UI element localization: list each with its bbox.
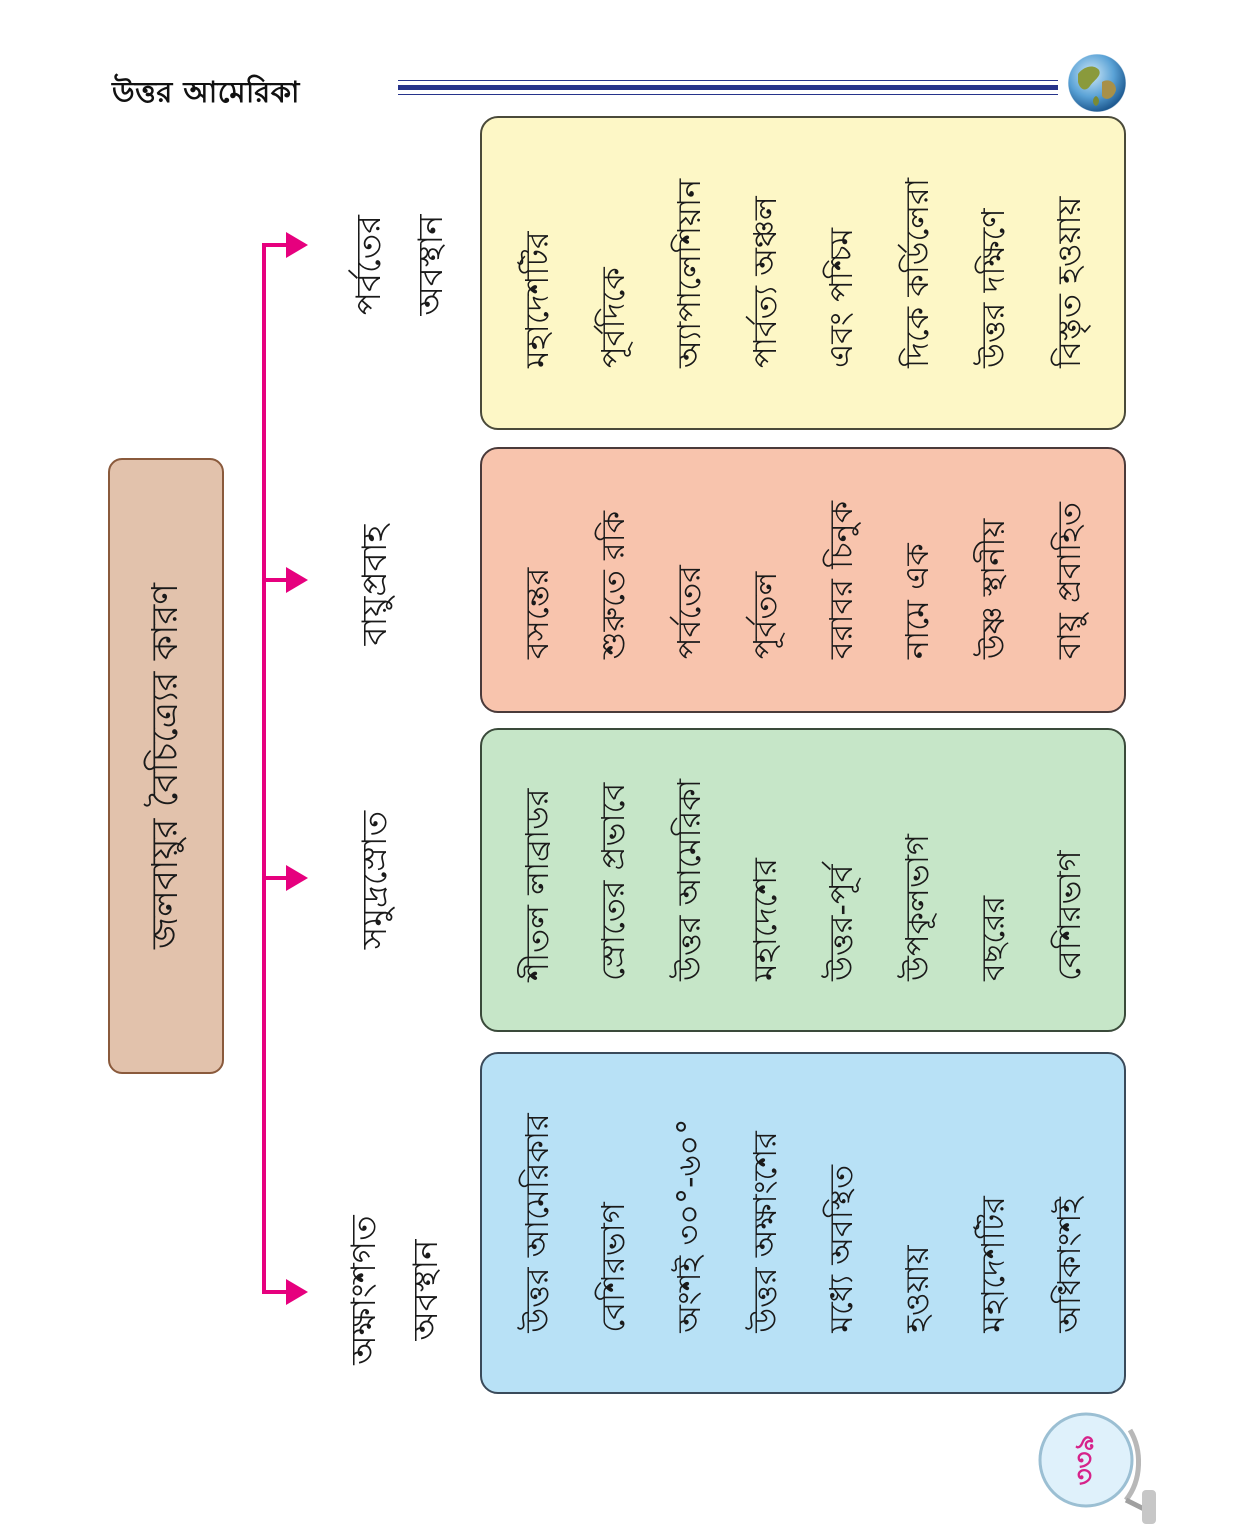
- info-box-text: বসন্তের শুরুতে রকি পর্বতের পূর্বতল বরাবর…: [518, 500, 1088, 660]
- latitude-info-box: উত্তর আমেরিকার বেশিরভাগ অংশই ৩০°-৬০° উত্…: [480, 1052, 1126, 1394]
- branch-label-text: অক্ষাংশগত অবস্থান: [344, 1215, 446, 1365]
- connector-branch-line: [262, 578, 286, 582]
- branch-label-text: পর্বতের অবস্থান: [349, 214, 451, 316]
- info-box-text: শীতল লাব্রাডর স্রোতের প্রভাবে উত্তর আমের…: [518, 779, 1088, 981]
- info-box-text: মহাদেশটির পূর্বদিকে অ্যাপালেশিয়ান পার্ব…: [518, 177, 1088, 369]
- diagram-title: জলবায়ুর বৈচিত্র্যের কারণ: [145, 582, 186, 950]
- header-rule-line: [398, 80, 1058, 81]
- branch-label-mountain: পর্বতের অবস্থান: [330, 175, 470, 355]
- ocean-current-info-box: শীতল লাব্রাডর স্রোতের প্রভাবে উত্তর আমের…: [480, 728, 1126, 1032]
- connector-vertical-line: [262, 243, 266, 1294]
- connector-branch-line: [262, 1290, 286, 1294]
- arrow-icon: [286, 865, 308, 891]
- branch-label-text: বায়ুপ্রবাহ: [355, 524, 395, 646]
- diagram-title-box: জলবায়ুর বৈচিত্র্যের কারণ: [108, 458, 224, 1074]
- page-number: ৩৩৯: [1070, 1434, 1100, 1486]
- page-header-title: উত্তর আমেরিকা: [112, 75, 300, 109]
- arrow-icon: [286, 1279, 308, 1305]
- info-box-text: উত্তর আমেরিকার বেশিরভাগ অংশই ৩০°-৬০° উত্…: [518, 1113, 1088, 1333]
- header-rule-line: [398, 85, 1058, 90]
- branch-label-latitude: অক্ষাংশগত অবস্থান: [325, 1155, 465, 1425]
- branch-label-text: সমুদ্রস্রোত: [355, 810, 395, 950]
- connector-branch-line: [262, 243, 286, 247]
- wind-info-box: বসন্তের শুরুতে রকি পর্বতের পূর্বতল বরাবর…: [480, 447, 1126, 713]
- mountain-info-box: মহাদেশটির পূর্বদিকে অ্যাপালেশিয়ান পার্ব…: [480, 116, 1126, 430]
- globe-icon: [1067, 53, 1127, 113]
- branch-label-wind: বায়ুপ্রবাহ: [335, 490, 415, 680]
- arrow-icon: [286, 232, 308, 258]
- connector-branch-line: [262, 876, 286, 880]
- branch-label-ocean-current: সমুদ্রস্রোত: [335, 780, 415, 980]
- arrow-icon: [286, 567, 308, 593]
- header-rule-line: [398, 94, 1058, 95]
- desk-globe-icon: [1038, 1412, 1156, 1524]
